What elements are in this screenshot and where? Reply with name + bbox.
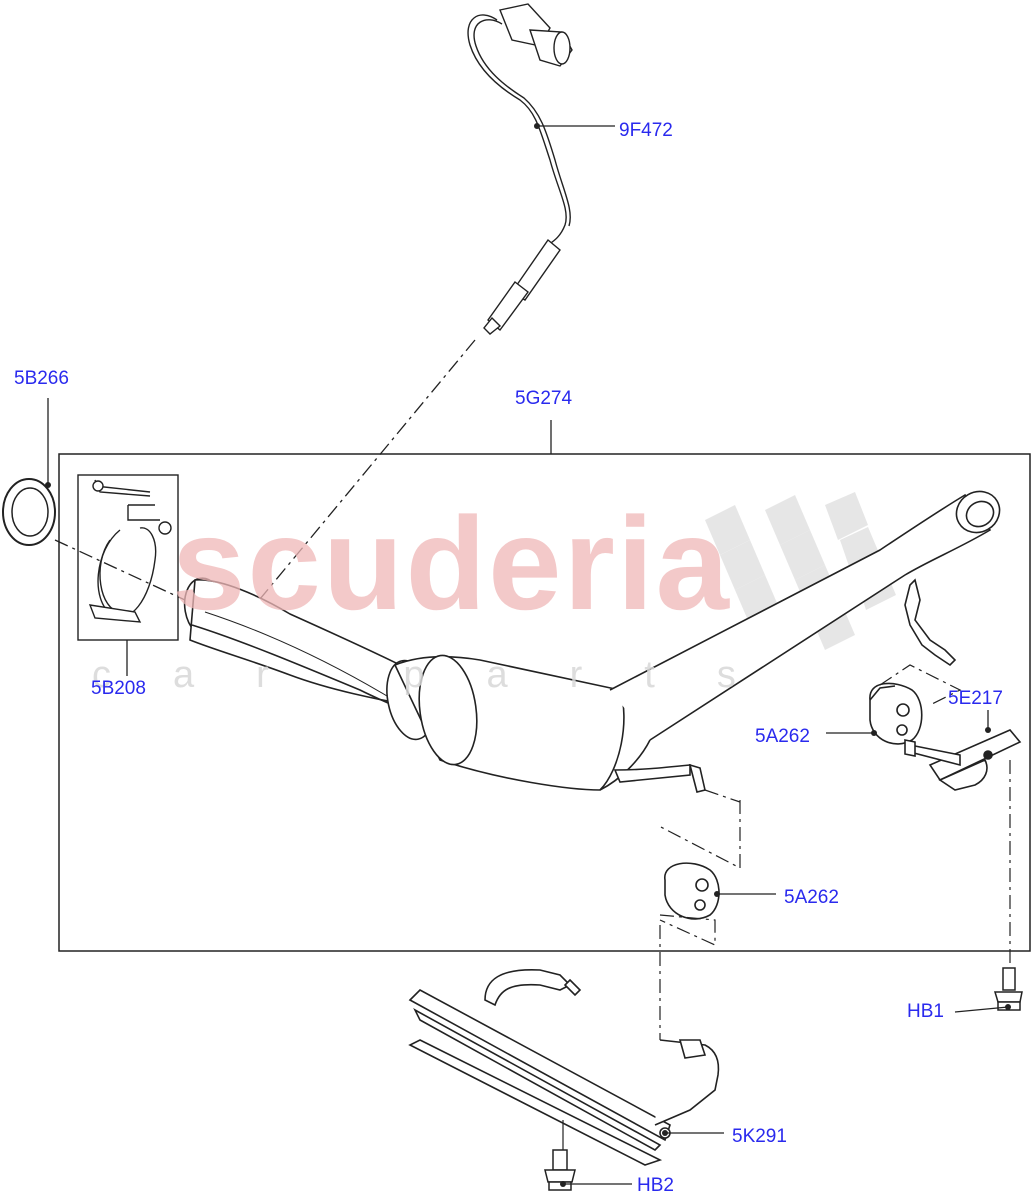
- bolt-hb1[interactable]: [993, 967, 1023, 1011]
- bracket-5e217[interactable]: [904, 729, 1022, 791]
- heat-shield-5k291[interactable]: [408, 969, 720, 1166]
- leader-5g274-dummy: [704, 789, 741, 803]
- label-5a262-upper[interactable]: 5A262: [755, 726, 810, 747]
- rubber-hanger-5a262-lower[interactable]: [664, 862, 720, 920]
- hanger-guide-lower-bottom: [659, 914, 716, 946]
- oxygen-sensor-9f472[interactable]: [467, 3, 573, 335]
- hanger-guide-upper: [879, 664, 962, 706]
- label-5g274[interactable]: 5G274: [515, 388, 573, 409]
- label-5b266[interactable]: 5B266: [14, 368, 69, 389]
- exhaust-pipe-5g274[interactable]: [180, 484, 1007, 793]
- rubber-hanger-5a262-upper[interactable]: [869, 682, 923, 745]
- label-5b208[interactable]: 5B208: [91, 678, 146, 699]
- gasket-5b266[interactable]: [2, 478, 56, 546]
- sensor-install-dashline: [254, 339, 476, 606]
- assembly-frame: [58, 453, 1031, 952]
- label-hb2[interactable]: HB2: [637, 1175, 674, 1196]
- hanger-guide-lower-top: [656, 800, 741, 869]
- label-hb1[interactable]: HB1: [907, 1001, 944, 1022]
- leader-hb1: [954, 1006, 1009, 1013]
- gasket-dashline: [54, 539, 186, 601]
- dot-5b266: [45, 482, 51, 488]
- clamp-5b208[interactable]: [77, 474, 179, 641]
- bolt-hb2[interactable]: [544, 1120, 576, 1191]
- label-9f472[interactable]: 9F472: [619, 120, 673, 141]
- label-5a262-lower[interactable]: 5A262: [784, 887, 839, 908]
- label-5e217[interactable]: 5E217: [948, 688, 1003, 709]
- label-5k291[interactable]: 5K291: [732, 1126, 787, 1147]
